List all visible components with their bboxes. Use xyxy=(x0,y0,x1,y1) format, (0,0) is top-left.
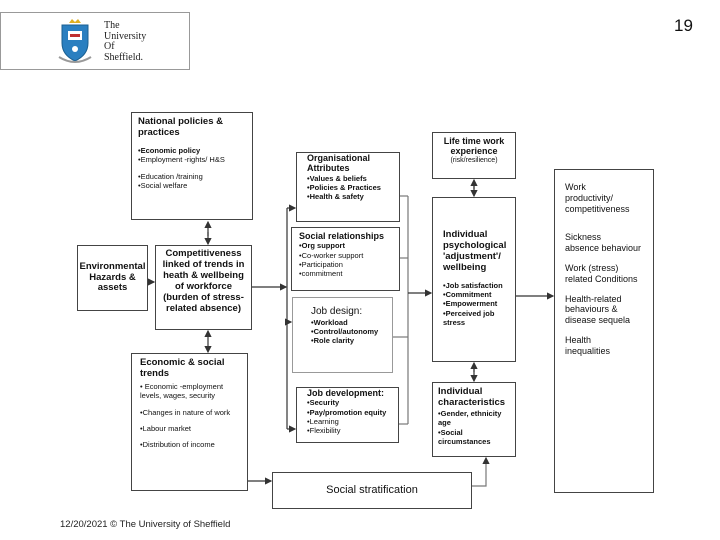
box-item: •Values & beliefs xyxy=(307,173,367,183)
national-policies-box: National policies & practices •Economic … xyxy=(131,112,253,220)
box-item: • Economic -employment levels, wages, se… xyxy=(140,381,224,401)
footer-text: 12/20/2021 © The University of Sheffield xyxy=(60,519,231,530)
box-item: •Empowerment xyxy=(443,299,498,309)
box-item: •Org support xyxy=(299,241,345,251)
individual-psychological-box: Individual psychological 'adjustment'/ w… xyxy=(432,197,516,362)
box-title: Life time work experience xyxy=(443,136,505,157)
box-title: Job development: xyxy=(307,388,385,398)
outcome-detail: inequalities xyxy=(565,345,611,356)
box-item: •Workload xyxy=(311,317,348,327)
logo-line: Of xyxy=(104,41,115,52)
box-title: Individual psychological 'adjustment'/ w… xyxy=(443,229,507,273)
arrow-strat-to-indiv xyxy=(472,456,490,487)
box-title: Competitiveness linked of trends in heat… xyxy=(162,248,245,314)
outcome-detail: absence behaviour xyxy=(565,243,642,254)
box-title: Environmental Hazards & assets xyxy=(79,260,146,294)
box-item: •Social welfare xyxy=(138,180,188,190)
box-title: Job design: xyxy=(311,306,363,317)
job-development-box: Job development: •Security •Pay/promotio… xyxy=(296,387,399,443)
box-item: •commitment xyxy=(299,269,343,279)
logo-line: Sheffield. xyxy=(104,51,143,63)
outcome-heading: Work (stress) xyxy=(565,262,619,273)
box-item: •Social circumstances xyxy=(438,427,491,446)
page-number: 19 xyxy=(674,16,693,35)
logo-line: The xyxy=(104,20,120,31)
outcome-heading: Work xyxy=(565,182,586,192)
box-item: •Gender, ethnicity age xyxy=(438,408,502,428)
competitiveness-box: Competitiveness linked of trends in heat… xyxy=(155,245,252,330)
box-item: •Job satisfaction xyxy=(443,280,503,290)
box-subtitle: (risk/resilience) xyxy=(450,156,498,164)
logo-text: The University Of Sheffield. xyxy=(104,20,147,63)
box-item: •Pay/promotion equity xyxy=(307,407,387,417)
box-title: National policies & practices xyxy=(138,116,223,138)
box-item: •Employment -rights/ H&S xyxy=(138,155,225,165)
box-item: •Co-worker support xyxy=(299,250,364,260)
job-design-box: Job design: •Workload •Control/autonomy … xyxy=(292,297,393,373)
social-relationships-box: Social relationships •Org support •Co-wo… xyxy=(291,227,400,291)
box-title: Individual characteristics xyxy=(438,386,506,408)
box-item: •Role clarity xyxy=(311,336,355,346)
box-item: •Distribution of income xyxy=(140,440,215,450)
university-logo: The University Of Sheffield. xyxy=(0,12,190,70)
box-item: •Commitment xyxy=(443,290,492,300)
box-item: •Health & safety xyxy=(307,192,364,202)
box-title: Social relationships xyxy=(299,231,385,241)
outcome-detail: behaviours & disease sequela xyxy=(565,304,631,326)
box-title: Organisational Attributes xyxy=(307,153,371,174)
box-item: •Education /training xyxy=(138,171,203,181)
box-item: •Learning xyxy=(307,417,339,427)
box-item: •Flexibility xyxy=(307,426,341,436)
shield-crest-icon xyxy=(58,19,92,63)
box-item: •Perceived job stress xyxy=(443,308,495,328)
outcome-heading: Health-related xyxy=(565,293,622,304)
box-title: Economic & social trends xyxy=(140,357,225,379)
outcome-heading: Sickness xyxy=(565,232,602,243)
lifetime-work-box: Life time work experience (risk/resilien… xyxy=(432,132,516,179)
environmental-box: Environmental Hazards & assets xyxy=(77,245,148,311)
outcome-detail: productivity/ competitiveness xyxy=(565,192,630,214)
economic-social-box: Economic & social trends • Economic -emp… xyxy=(131,353,248,491)
individual-characteristics-box: Individual characteristics •Gender, ethn… xyxy=(432,382,516,457)
organisational-attributes-box: Organisational Attributes •Values & beli… xyxy=(296,152,400,222)
outcome-detail: related Conditions xyxy=(565,273,638,284)
box-item: •Participation xyxy=(299,260,343,270)
box-item: •Changes in nature of work xyxy=(140,407,231,417)
box-item: •Security xyxy=(307,398,340,408)
box-item: •Economic policy xyxy=(138,145,201,155)
social-stratification-box: Social stratification xyxy=(272,472,472,509)
box-item: •Control/autonomy xyxy=(311,326,379,336)
outcome-heading: Health xyxy=(565,334,592,345)
logo-line: University xyxy=(104,30,147,42)
box-item: •Labour market xyxy=(140,423,191,433)
box-item: •Policies & Practices xyxy=(307,183,381,193)
outcome-item: Work (stress)related Conditions xyxy=(565,263,643,285)
box-title: Social stratification xyxy=(326,483,418,496)
